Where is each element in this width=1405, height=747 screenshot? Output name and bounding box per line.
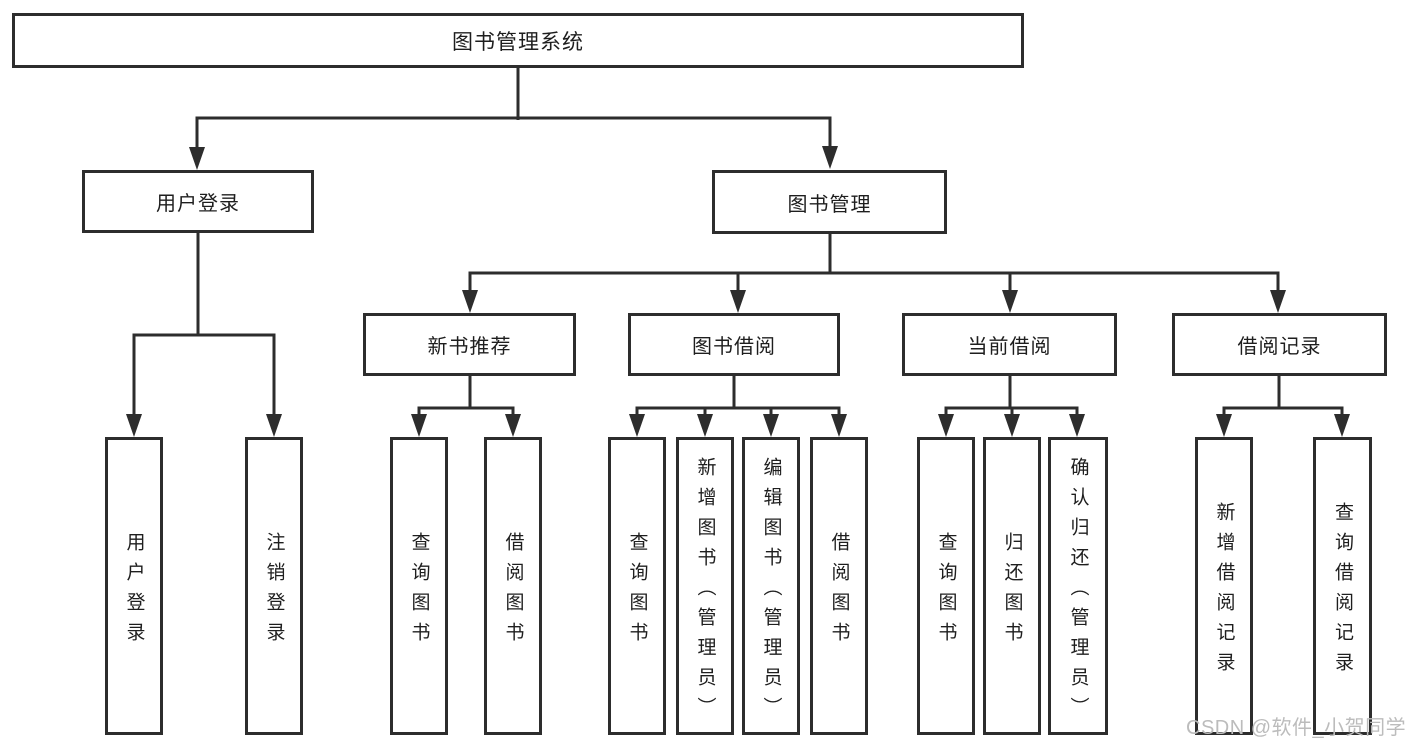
node-book-management-label: 图书管理: [787, 193, 872, 216]
node-new-book-recommend: 新书推荐: [363, 313, 576, 376]
node-book-management: 图书管理: [712, 170, 947, 234]
node-book-borrow: 图书借阅: [628, 313, 840, 376]
node-current-borrow-label: 当前借阅: [967, 336, 1052, 358]
leaf-add-borrow-record: 新增借阅记录: [1195, 437, 1253, 735]
leaf-query-books-borrow: 查询图书: [608, 437, 666, 735]
node-root: 图书管理系统: [12, 13, 1024, 68]
leaf-logout-label: 注销登录: [263, 531, 285, 652]
leaf-query-borrow-record: 查询借阅记录: [1313, 437, 1372, 735]
node-user-login: 用户登录: [82, 170, 314, 233]
node-root-label: 图书管理系统: [452, 30, 584, 54]
leaf-edit-book-admin-label: 编辑图书（管理员）: [760, 456, 782, 727]
leaf-borrow-books-recommend-label: 借阅图书: [502, 531, 524, 652]
leaf-query-books-recommend-label: 查询图书: [408, 531, 430, 652]
leaf-confirm-return-admin-label: 确认归还（管理员）: [1067, 456, 1089, 727]
node-borrow-records: 借阅记录: [1172, 313, 1387, 376]
leaf-confirm-return-admin: 确认归还（管理员）: [1048, 437, 1108, 735]
leaf-borrow-books-borrow: 借阅图书: [810, 437, 868, 735]
leaf-borrow-books-recommend: 借阅图书: [484, 437, 542, 735]
leaf-edit-book-admin: 编辑图书（管理员）: [742, 437, 800, 735]
leaf-add-book-admin-label: 新增图书（管理员）: [694, 456, 716, 727]
node-user-login-label: 用户登录: [156, 193, 240, 215]
leaf-query-books-borrow-label: 查询图书: [626, 531, 648, 652]
leaf-user-login: 用户登录: [105, 437, 163, 735]
node-current-borrow: 当前借阅: [902, 313, 1117, 376]
leaf-add-borrow-record-label: 新增借阅记录: [1213, 501, 1235, 682]
leaf-return-book-label: 归还图书: [1001, 531, 1023, 652]
leaf-borrow-books-borrow-label: 借阅图书: [828, 531, 850, 652]
leaf-query-books-current-label: 查询图书: [935, 531, 957, 652]
node-borrow-records-label: 借阅记录: [1237, 336, 1322, 358]
node-book-borrow-label: 图书借阅: [692, 336, 776, 358]
leaf-logout: 注销登录: [245, 437, 303, 735]
leaf-return-book: 归还图书: [983, 437, 1041, 735]
leaf-query-borrow-record-label: 查询借阅记录: [1332, 501, 1353, 682]
leaf-query-books-recommend: 查询图书: [390, 437, 448, 735]
node-new-book-recommend-label: 新书推荐: [427, 336, 512, 358]
csdn-watermark: CSDN @软件_小贺同学: [1186, 717, 1405, 739]
leaf-query-books-current: 查询图书: [917, 437, 975, 735]
leaf-add-book-admin: 新增图书（管理员）: [676, 437, 734, 735]
leaf-user-login-label: 用户登录: [123, 531, 145, 652]
